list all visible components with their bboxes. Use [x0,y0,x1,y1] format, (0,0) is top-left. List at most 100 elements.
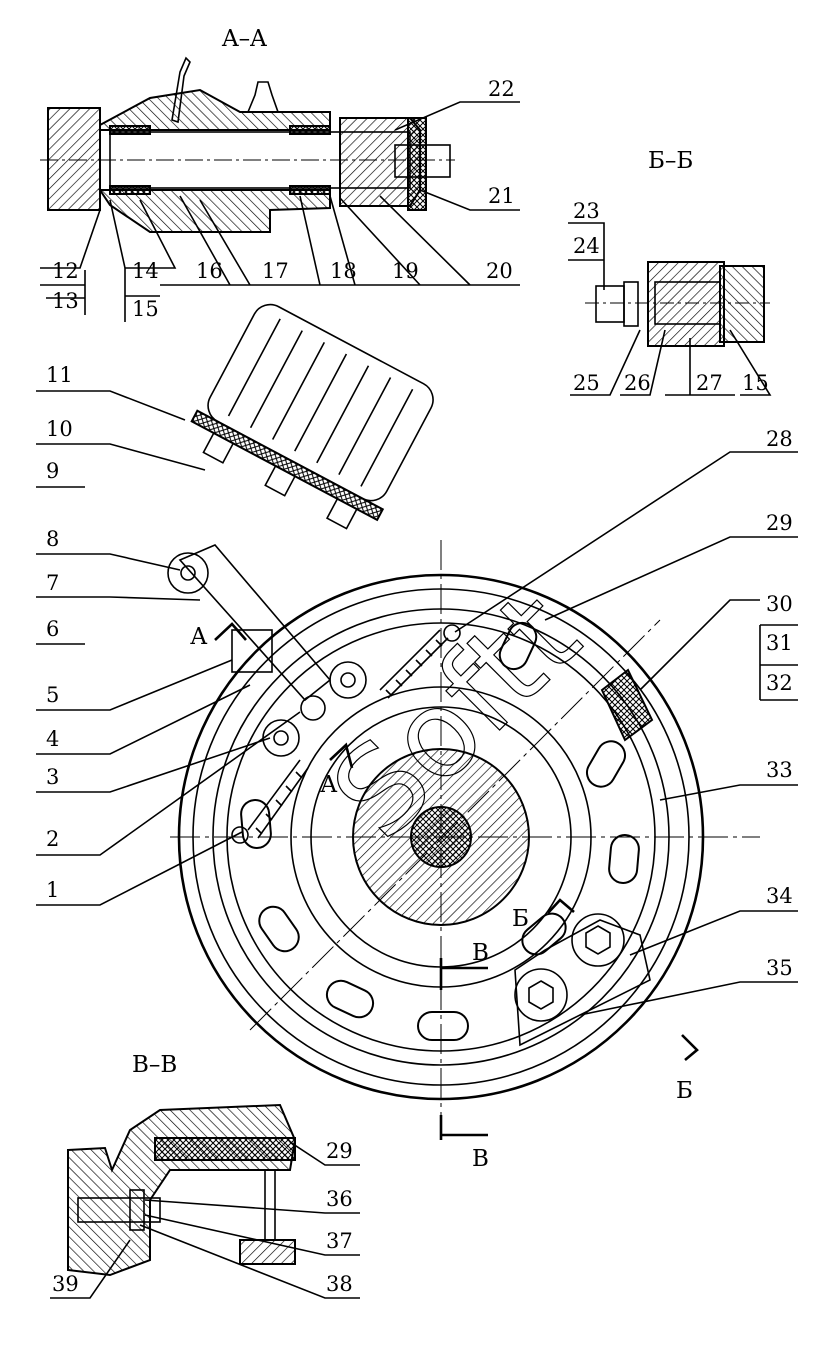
slot-top-right [498,621,538,671]
bolt-head-12 [47,107,101,211]
drum-slots [240,621,640,1041]
vv-bolt [77,1197,161,1223]
callout-8: 8 [46,527,59,551]
bracket-body-top [99,88,331,131]
callout-14: 14 [132,259,159,283]
callout-21: 21 [488,184,515,208]
aa-leaders [40,101,520,322]
plate-34 [514,919,651,1047]
slot-left-mid [240,799,272,849]
callout-4: 4 [46,727,59,751]
actuator-flange [190,409,385,522]
callout-30: 30 [766,592,793,616]
callout-26: 26 [624,371,651,395]
block-5 [231,629,273,673]
callout-23: 23 [573,199,600,223]
vv-leaders [50,1141,360,1299]
bushing-top-left [109,125,151,135]
callout-15: 15 [132,297,159,321]
actuator-bolt-2 [264,464,297,497]
cut-v-label-1: В [472,940,489,966]
callout-35: 35 [766,956,793,980]
callout-36: 36 [326,1187,353,1211]
actuator-bolt-3 [325,497,358,530]
section-aa-title: A–A [221,26,267,52]
cut-b-marks [547,898,699,1061]
vv-washer [129,1189,145,1231]
pivot-upper [329,661,367,699]
callout-17: 17 [262,259,289,283]
section-vv: В–В 29 36 37 38 39 [50,1052,360,1299]
pivot-mid [300,695,326,721]
actuator [190,303,434,530]
callout-30-32-box [759,624,798,701]
callout-34: 34 [766,884,793,908]
spring-upper [379,629,449,699]
spring-lower [247,759,309,839]
right-leaders [454,451,798,1016]
bb-nut [595,285,625,323]
lever-tab [171,56,191,124]
lever-arm [178,544,332,702]
pivot-8 [167,552,209,594]
pivot-lower-pin [273,730,289,746]
callout-28: 28 [766,427,793,451]
adjuster-30 [600,668,654,742]
callout-20: 20 [486,259,513,283]
callout-3: 3 [46,765,59,789]
bushing-bottom-right [289,185,331,195]
bushing-bottom-left [109,185,151,195]
callout-33: 33 [766,758,793,782]
section-vv-title: В–В [132,1052,177,1078]
callout-24: 24 [573,234,600,258]
pivot-upper-pin [340,672,356,688]
cut-a-marks [214,622,354,769]
cut-b-label-1: Б [512,906,529,932]
section-bb-title: Б–Б [648,148,693,174]
bb-leaders [568,222,772,396]
pivot-8-pin [180,565,196,581]
spring-hook-lower [231,826,249,844]
stud-34 [571,913,625,967]
stud-35 [514,968,568,1022]
section-bb: Б–Б 23 24 25 26 27 15 [568,148,772,396]
callout-7: 7 [46,571,59,595]
left-leaders [36,390,301,906]
bb-washer [623,281,639,327]
cut-a-label-1: А [190,624,208,650]
main-view: Softt А А Б Б В В 11 10 9 8 7 6 5 4 3 2 … [36,303,798,1172]
callout-19: 19 [392,259,419,283]
cut-a-label-2: А [320,772,338,798]
section-aa: A–A 12 13 14 15 16 17 18 19 20 21 22 [40,26,520,322]
callout-6: 6 [46,617,59,641]
slot-bottom [417,1011,469,1041]
callout-27: 27 [696,371,723,395]
vv-lining [154,1137,296,1161]
cut-v-marks [439,958,488,1140]
slot-right-upper [586,740,626,788]
callout-2: 2 [46,827,59,851]
cut-v-label-2: В [472,1146,489,1172]
slot-lower-right [521,912,567,956]
slot-bottom-left [325,979,375,1019]
callout-11: 11 [46,363,73,387]
callout-37: 37 [326,1229,353,1253]
callout-18: 18 [330,259,357,283]
callout-12: 12 [52,259,79,283]
nut-35 [528,980,554,1010]
callout-16: 16 [196,259,223,283]
callout-39: 39 [52,1272,79,1296]
bushing-top-right [289,125,331,135]
callout-1: 1 [46,878,59,902]
actuator-bolt-1 [202,431,235,464]
callout-31: 31 [766,631,793,655]
callout-29-vv: 29 [326,1139,353,1163]
slot-left [258,905,300,953]
callout-22: 22 [488,77,515,101]
nut-34 [585,925,611,955]
callout-15-bb: 15 [742,371,769,395]
callout-25: 25 [573,371,600,395]
diag-centerline [249,619,661,1031]
bb-flange [719,265,765,343]
